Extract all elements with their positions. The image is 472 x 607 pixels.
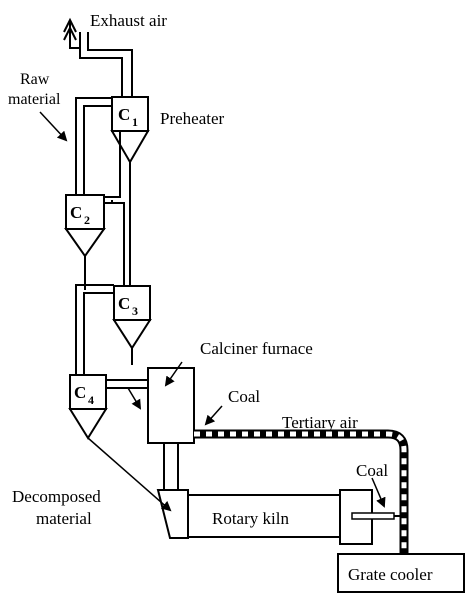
c1-letter: C [118,105,130,124]
raw-material-label-line2: material [8,91,61,108]
preheater-label: Preheater [160,109,225,128]
calciner-furnace-label: Calciner furnace [200,339,313,358]
grate-cooler-label: Grate cooler [348,565,433,584]
coal-kiln-arrow [371,477,386,508]
c4-to-calciner-arrow [127,387,142,410]
rotary-kiln-label: Rotary kiln [212,509,289,528]
c4-subscript: 4 [88,393,94,407]
burner-pipe [351,512,404,520]
c2-letter: C [70,203,82,222]
cyclone-c3 [112,285,152,365]
c1-subscript: 1 [132,115,138,129]
decomposed-flow-arrow [87,437,172,512]
coal-kiln-label: Coal [356,461,388,480]
c2-to-c1-pipe [104,131,121,198]
raw-material-arrow [39,111,68,142]
c4-letter: C [74,383,86,402]
c3-subscript: 3 [132,304,138,318]
kiln-riser [163,443,179,490]
cyclone-c1 [110,96,150,290]
decomposed-material-label-line1: Decomposed [12,487,101,506]
raw-material-label-line1: Raw [20,71,50,88]
c4-to-c3-pipe [75,284,114,375]
decomposed-material-label-line2: material [36,509,92,528]
cyclone-c4 [68,374,108,440]
exhaust-duct [63,17,133,98]
c2-subscript: 2 [84,213,90,227]
c3-letter: C [118,294,130,313]
calciner-arrow [164,361,183,387]
coal-calciner-label: Coal [228,387,260,406]
grate-cooler-box [337,553,465,593]
rotary-kiln-body [187,494,341,538]
coal-calciner-arrow [204,405,223,426]
calciner-furnace-box [147,367,195,444]
tertiary-air-label: Tertiary air [282,413,358,432]
exhaust-air-label: Exhaust air [90,11,167,30]
c4-calciner-duct [106,379,148,389]
kiln-inlet-hood [156,489,189,539]
c3-to-c2-pipe [104,200,125,287]
raw-material-pipe [75,97,112,195]
